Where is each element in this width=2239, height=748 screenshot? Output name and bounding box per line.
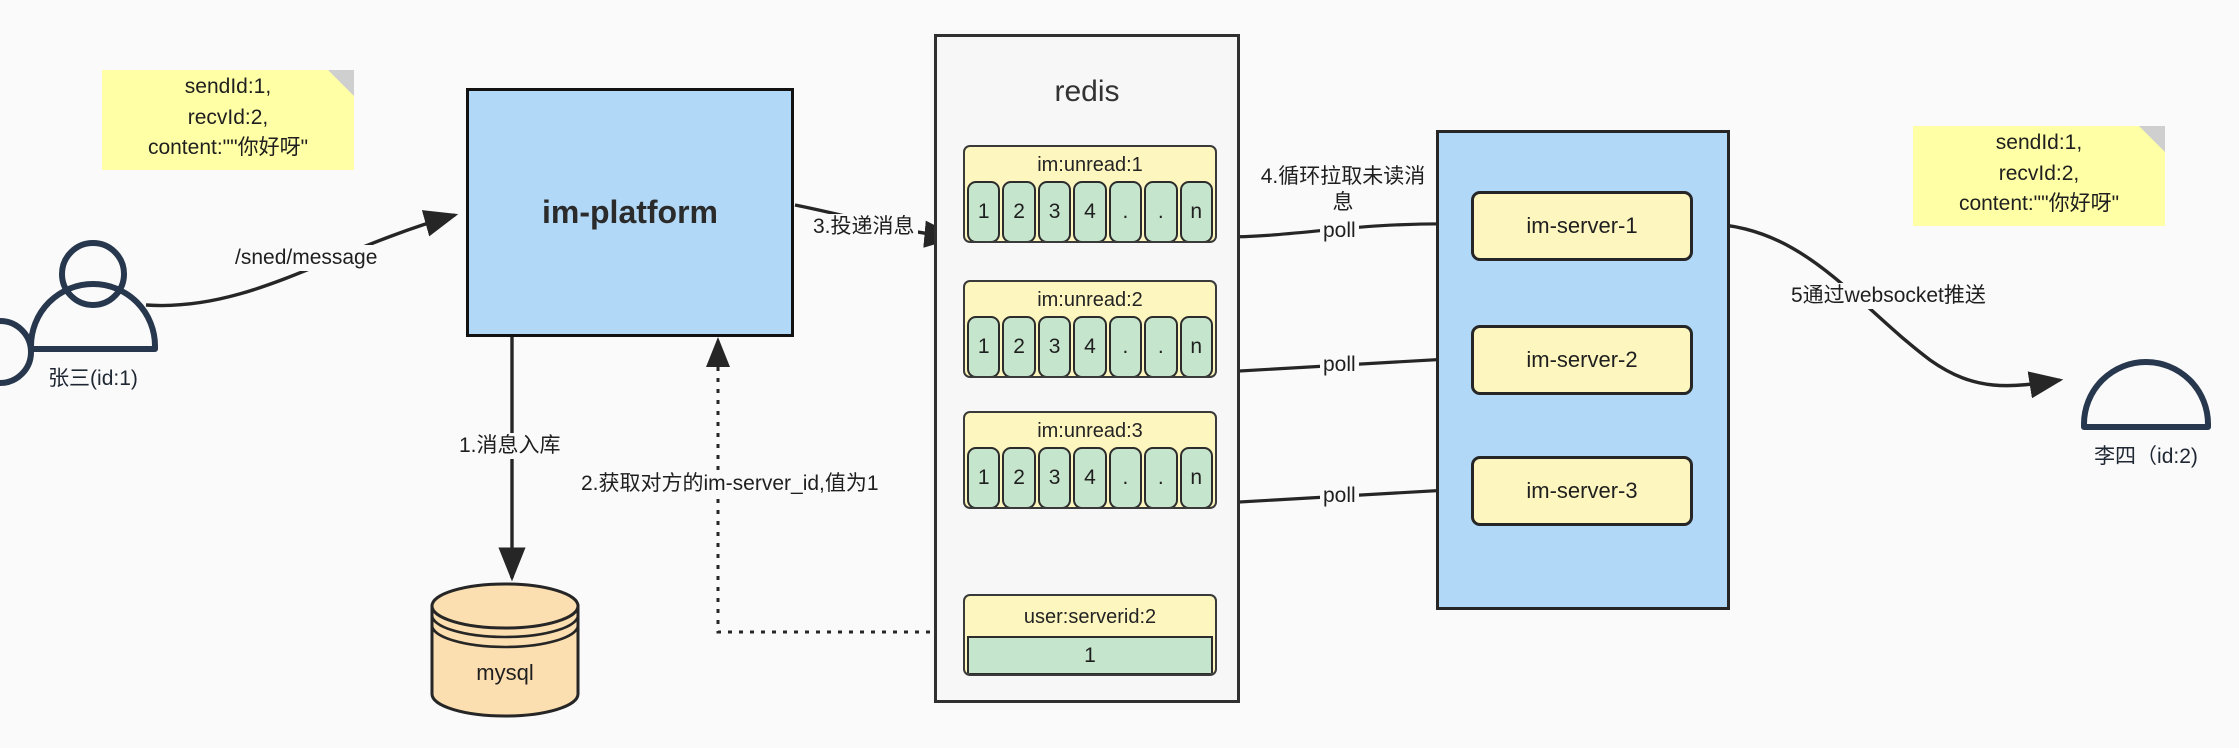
redis-cell[interactable]: 3 — [1037, 181, 1072, 241]
mysql-cylinder — [430, 582, 580, 718]
redis-cell-row: 1 2 3 4 . . n — [967, 316, 1213, 376]
redis-cell-row: 1 2 3 4 . . n — [967, 181, 1213, 241]
sticky-note-right: sendId:1, recvId:2, content:""你好呀" — [1913, 126, 2165, 226]
redis-cell[interactable]: . — [1108, 316, 1143, 376]
redis-cell[interactable]: 1 — [967, 316, 1001, 376]
redis-cell[interactable]: 3 — [1037, 316, 1072, 376]
redis-key-label: im:unread:3 — [1037, 420, 1143, 442]
redis-key-label: im:unread:2 — [1037, 289, 1143, 311]
im-server-3-node[interactable]: im-server-3 — [1471, 456, 1693, 526]
redis-cell-row: 1 2 3 4 . . n — [967, 447, 1213, 507]
edge-label-send-message: /sned/message — [232, 245, 381, 272]
edge-label-step3: 3.投递消息 — [810, 214, 918, 241]
im-server-2-label: im-server-2 — [1526, 347, 1638, 372]
redis-container: redis im:unread:1 1 2 3 4 . . n im:unrea… — [934, 34, 1240, 703]
redis-cell[interactable]: . — [1108, 181, 1143, 241]
redis-key-label: im:unread:1 — [1037, 154, 1143, 176]
redis-cell[interactable]: 1 — [967, 447, 1001, 507]
redis-cell[interactable]: 4 — [1073, 181, 1107, 241]
redis-key-label: user:serverid:2 — [1023, 606, 1157, 628]
edge-label-step5: 5通过websocket推送 — [1788, 283, 1989, 310]
redis-cell[interactable]: 2 — [1002, 316, 1036, 376]
edge-label-poll-3: poll — [1320, 483, 1359, 510]
redis-cell[interactable]: 1 — [967, 181, 1001, 241]
redis-cell[interactable]: 3 — [1037, 447, 1072, 507]
sticky-note-left-text: sendId:1, recvId:2, content:""你好呀" — [147, 75, 309, 160]
note-fold-corner-icon — [2139, 126, 2165, 152]
edge-label-poll-1: poll — [1320, 218, 1359, 245]
im-platform-label: im-platform — [542, 194, 718, 230]
redis-cell[interactable]: 2 — [1002, 447, 1036, 507]
redis-key-group-im-unread-1[interactable]: im:unread:1 1 2 3 4 . . n — [963, 145, 1217, 243]
sticky-note-left: sendId:1, recvId:2, content:""你好呀" — [102, 70, 354, 170]
redis-cell[interactable]: . — [1144, 316, 1178, 376]
redis-cell[interactable]: 4 — [1073, 447, 1107, 507]
redis-cell[interactable]: 2 — [1002, 181, 1036, 241]
redis-key-group-im-unread-2[interactable]: im:unread:2 1 2 3 4 . . n — [963, 280, 1217, 378]
im-server-1-node[interactable]: im-server-1 — [1471, 191, 1693, 261]
edge-label-poll-2: poll — [1320, 352, 1359, 379]
edge-label-step4: 4.循环拉取未读消息 — [1256, 164, 1430, 217]
redis-cell[interactable]: n — [1179, 181, 1213, 241]
im-server-group: im-server-1 im-server-2 im-server-3 — [1436, 130, 1730, 610]
redis-cell[interactable]: n — [1179, 447, 1213, 507]
redis-cell[interactable]: 4 — [1073, 316, 1107, 376]
user-icon-sender — [28, 240, 158, 352]
redis-cell[interactable]: . — [1144, 181, 1178, 241]
redis-serverid-value[interactable]: 1 — [967, 636, 1213, 674]
redis-key-group-im-unread-3[interactable]: im:unread:3 1 2 3 4 . . n — [963, 411, 1217, 509]
redis-cell[interactable]: . — [1108, 447, 1143, 507]
edge-label-step2: 2.获取对方的im-server_id,值为1 — [578, 471, 882, 498]
edge-label-step1: 1.消息入库 — [456, 433, 564, 460]
actor-label-sender: 张三(id:1) — [48, 367, 138, 390]
note-fold-corner-icon — [328, 70, 354, 96]
mysql-label: mysql — [476, 660, 534, 685]
redis-cell[interactable]: . — [1144, 447, 1178, 507]
redis-key-group-user-serverid-2[interactable]: user:serverid:2 1 — [963, 594, 1217, 676]
im-server-1-label: im-server-1 — [1526, 213, 1638, 238]
redis-title: redis — [1054, 75, 1120, 108]
redis-cell[interactable]: n — [1179, 316, 1213, 376]
sticky-note-right-text: sendId:1, recvId:2, content:""你好呀" — [1958, 131, 2120, 216]
actor-label-receiver: 李四（id:2) — [2094, 445, 2198, 468]
im-server-3-label: im-server-3 — [1526, 478, 1638, 503]
im-server-2-node[interactable]: im-server-2 — [1471, 325, 1693, 395]
im-platform-box[interactable]: im-platform — [466, 88, 794, 337]
